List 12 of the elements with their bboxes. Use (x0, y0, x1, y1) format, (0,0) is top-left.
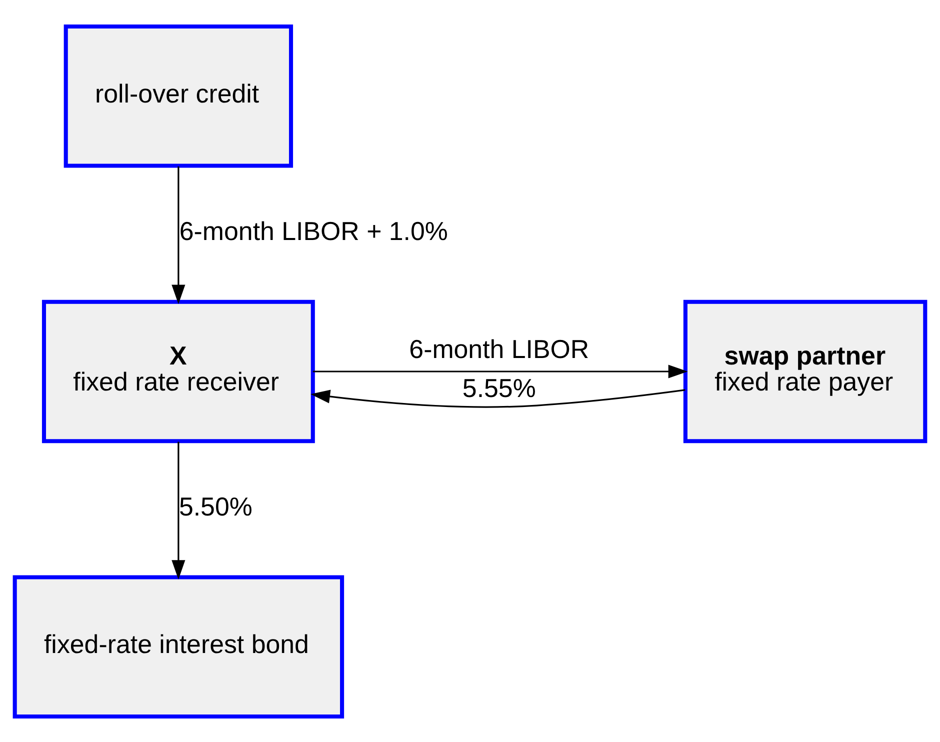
arrow (172, 166, 186, 304)
node-box: fixed-rate interest bond (12, 574, 344, 718)
node-box: roll-over credit (64, 24, 294, 168)
node-box: X fixed rate receiver (42, 299, 315, 443)
edge-label: 5.55% (462, 374, 536, 403)
edge-label: 6-month LIBOR + 1.0% (179, 217, 448, 246)
arrow (310, 388, 686, 408)
edge-label: 5.50% (178, 492, 252, 521)
arrow (172, 441, 186, 580)
edge-label: 6-month LIBOR (409, 336, 590, 364)
node-box: swap partner fixed rate payer (683, 299, 928, 443)
arrow (312, 364, 688, 378)
